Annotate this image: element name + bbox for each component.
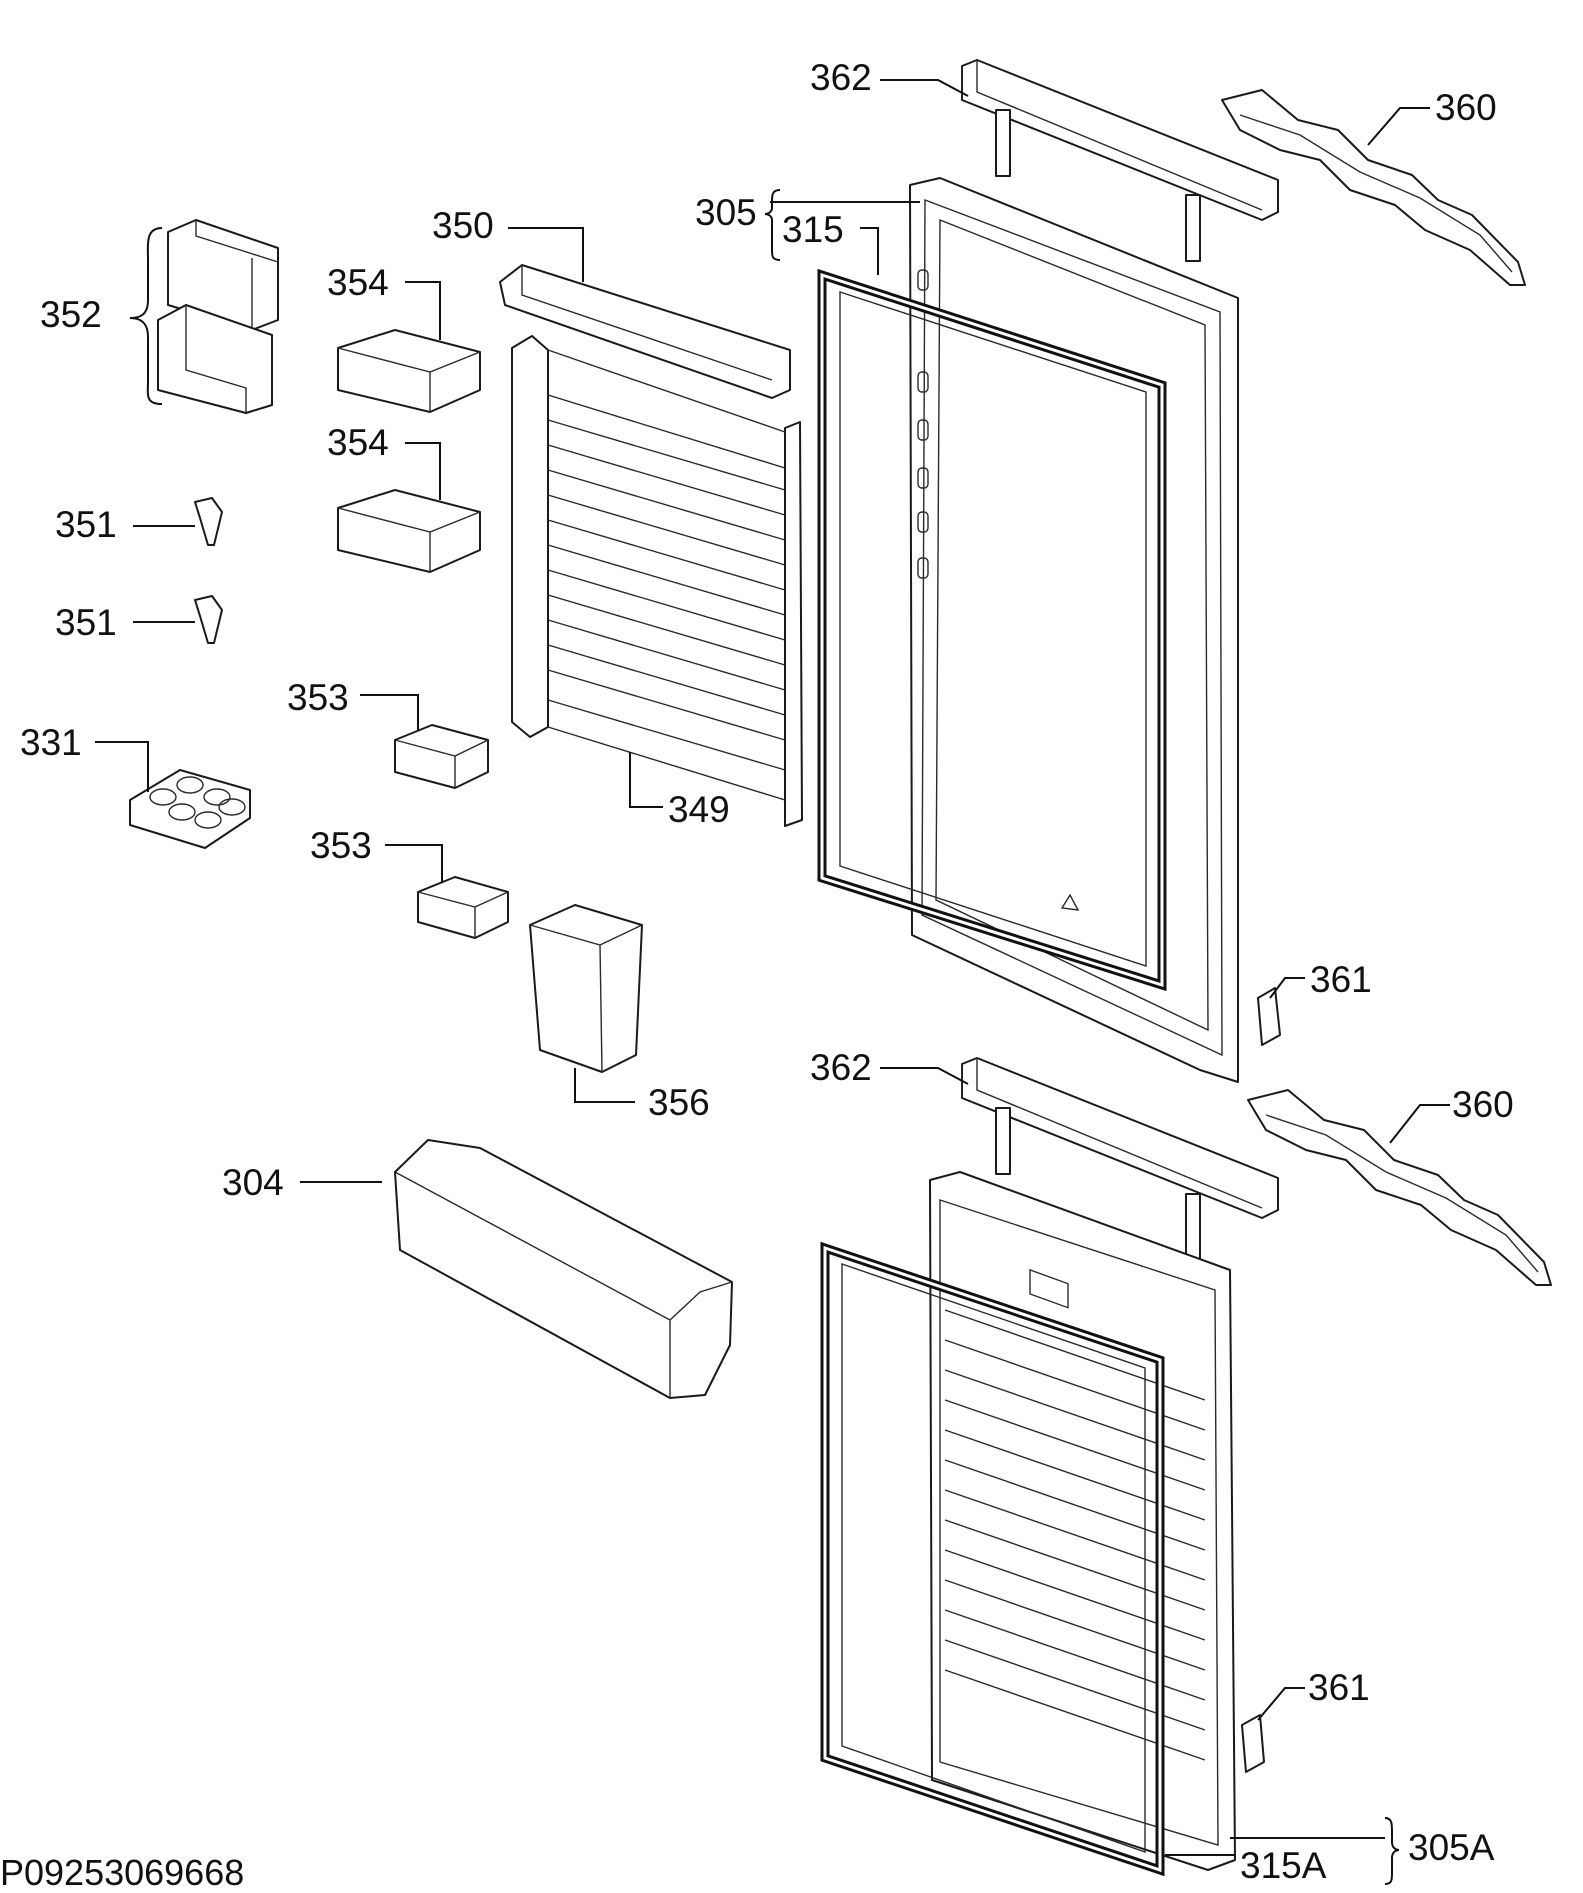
diagram-code: P09253069668 — [0, 1852, 244, 1893]
callout-labels: 362 360 305 315 350 352 354 354 351 351 … — [20, 57, 1514, 1886]
small-box-353-a — [394, 724, 489, 789]
callout-352: 352 — [40, 294, 102, 335]
callout-350: 350 — [432, 205, 494, 246]
small-box-353-b — [417, 876, 509, 939]
callout-361-top: 361 — [1310, 959, 1372, 1000]
brace-305 — [764, 189, 781, 261]
leader-lines — [95, 79, 1450, 1856]
callout-354-b: 354 — [327, 422, 389, 463]
lower-door-panel — [929, 1171, 1236, 1871]
callout-315A: 315A — [1240, 1845, 1327, 1886]
clip-361-bottom — [1241, 1714, 1265, 1773]
callout-331: 331 — [20, 722, 82, 763]
callout-305A: 305A — [1408, 1827, 1495, 1868]
callout-362-bottom: 362 — [810, 1047, 872, 1088]
brace-305A — [1384, 1817, 1400, 1885]
upper-door-gasket — [817, 268, 1167, 992]
freezer-shelf-frame — [511, 335, 803, 827]
tall-container — [529, 904, 643, 1073]
callout-315: 315 — [782, 209, 844, 250]
callout-360-top: 360 — [1435, 87, 1497, 128]
callout-361-bottom: 361 — [1308, 1667, 1370, 1708]
callout-354-a: 354 — [327, 262, 389, 303]
shelf-top-cover — [499, 264, 791, 399]
callout-353-a: 353 — [287, 677, 349, 718]
bracket-cover-352 — [157, 219, 279, 414]
callout-351-b: 351 — [55, 602, 117, 643]
door-handle-top — [961, 59, 1279, 262]
upper-door-panel — [909, 177, 1239, 1083]
callout-304: 304 — [222, 1162, 284, 1203]
small-bin-354-b — [337, 489, 481, 573]
callout-360-bottom: 360 — [1452, 1084, 1514, 1125]
callout-353-b: 353 — [310, 825, 372, 866]
hinge-bracket-bottom — [1247, 1089, 1552, 1286]
small-bin-354-a — [337, 329, 481, 413]
egg-tray — [129, 769, 251, 849]
clip-351-a — [194, 497, 223, 546]
callout-356: 356 — [648, 1082, 710, 1123]
callout-362-top: 362 — [810, 57, 872, 98]
hinge-bracket-top — [1221, 89, 1526, 286]
callout-305: 305 — [695, 192, 757, 233]
callout-351-a: 351 — [55, 504, 117, 545]
door-bottle-shelf — [394, 1139, 733, 1399]
clip-361-top — [1257, 987, 1281, 1046]
callout-349: 349 — [668, 789, 730, 830]
lower-door-gasket — [820, 1241, 1165, 1877]
clip-351-b — [194, 595, 223, 644]
brace-352 — [129, 227, 163, 405]
